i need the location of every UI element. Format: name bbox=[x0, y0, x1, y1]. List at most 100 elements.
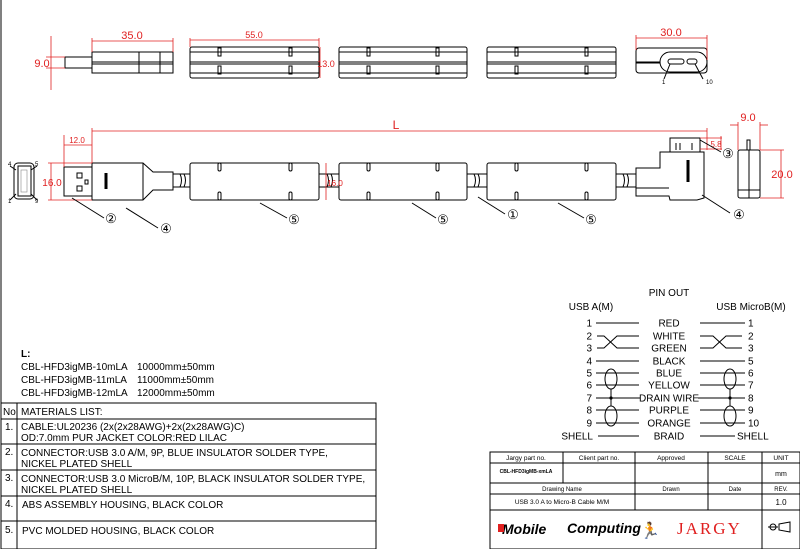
pin-b-label: 3 bbox=[748, 344, 754, 355]
usb-a-plug-side bbox=[63, 162, 174, 201]
crossover-left bbox=[597, 335, 639, 349]
approved-label: Approved bbox=[657, 455, 685, 462]
usba-pin-5-label: 5 bbox=[35, 162, 39, 168]
dim-plug-height-label: 9.0 bbox=[34, 58, 49, 70]
pin-a-label: 5 bbox=[586, 369, 592, 380]
logo-runner-icon: 🏃 bbox=[640, 521, 660, 540]
callout-4: ④ bbox=[160, 221, 172, 236]
pin-a-label: 2 bbox=[586, 332, 592, 343]
material-desc: CONNECTOR:USB 3.0 MicroB/M, 10P, BLACK I… bbox=[21, 474, 365, 485]
wire-color-label: ORANGE bbox=[647, 419, 691, 430]
pinout-row: 1 RED 1 bbox=[586, 319, 754, 330]
molded-housing-side-1 bbox=[189, 162, 320, 201]
drawing-name-label: Drawing Name bbox=[542, 487, 582, 493]
molded-housing-top-2 bbox=[338, 46, 468, 79]
pin-b-label: 10 bbox=[748, 419, 760, 430]
unit-label: UNIT bbox=[773, 455, 788, 462]
dim-micro-height-label: 20.0 bbox=[771, 169, 792, 181]
material-desc: CABLE:UL20236 (2x(2x28AWG)+2x(2x28AWG)C) bbox=[21, 422, 245, 433]
molded-housing-top-3 bbox=[486, 46, 617, 79]
callout-5: ⑤ bbox=[288, 212, 300, 227]
pin-a-label: 1 bbox=[586, 319, 592, 330]
cable-segment bbox=[172, 173, 637, 188]
scale-label: SCALE bbox=[724, 455, 746, 462]
pin-b-label: 9 bbox=[748, 406, 754, 417]
dim-plug-tip: 12.0 bbox=[63, 135, 92, 167]
dim-micro-depth: 9.0 bbox=[730, 112, 768, 150]
microb-side-view bbox=[635, 137, 705, 201]
callout-5: ⑤ bbox=[437, 212, 449, 227]
materials-title: MATERIALS LIST: bbox=[21, 407, 103, 418]
length-part: CBL-HFD3igMB-11mLA bbox=[21, 375, 127, 386]
dim-overall-length: L bbox=[91, 118, 708, 163]
wire-color-label: BLACK bbox=[653, 357, 686, 368]
micro-pin-1-label: 1 bbox=[662, 80, 666, 86]
material-no: 1. bbox=[5, 422, 13, 433]
pin-a-label: 4 bbox=[586, 357, 592, 368]
molded-housing-top-1 bbox=[189, 46, 320, 79]
pin-a-label: 9 bbox=[586, 419, 592, 430]
wire-color-label: BLUE bbox=[656, 369, 682, 380]
dim-plug-height: 9.0 bbox=[34, 36, 65, 90]
dim-micro-tip-label: 5.8 bbox=[710, 140, 722, 149]
material-no: 5. bbox=[5, 525, 13, 536]
callout-5: ⑤ bbox=[585, 212, 597, 227]
material-desc: NICKEL PLATED SHELL bbox=[21, 485, 133, 496]
materials-table: No MATERIALS LIST: 1. CABLE:UL20236 (2x(… bbox=[0, 402, 377, 549]
logo-mobile-accent bbox=[498, 524, 504, 532]
pinout-title: PIN OUT bbox=[649, 288, 690, 299]
length-value: 10000mm±50mm bbox=[137, 362, 215, 373]
length-value: 11000mm±50mm bbox=[137, 375, 214, 386]
drawn-label: Drawn bbox=[662, 487, 679, 493]
microb-end-view bbox=[737, 139, 761, 199]
dim-plug-width-label: 16.0 bbox=[42, 178, 62, 189]
pin-a-label: SHELL bbox=[561, 432, 593, 443]
pin-b-label: 1 bbox=[748, 319, 754, 330]
rev-value: 1.0 bbox=[775, 498, 787, 507]
dim-housing-length: 55.0 bbox=[189, 30, 320, 47]
pinout-left-header: USB A(M) bbox=[569, 302, 613, 313]
length-value: 12000mm±50mm bbox=[137, 388, 215, 399]
length-list: L: CBL-HFD3igMB-10mLA 10000mm±50mm CBL-H… bbox=[21, 349, 215, 399]
molded-housing-side-3 bbox=[486, 162, 617, 201]
pin-b-label: 5 bbox=[748, 357, 754, 368]
dim-housing-height: 13.0 bbox=[317, 47, 335, 78]
usba-pin-1-label: 1 bbox=[8, 199, 12, 205]
drawing-name-value: USB 3.0 A to Micro-B Cable M/M bbox=[515, 499, 609, 506]
material-desc: ABS ASSEMBLY HOUSING, BLACK COLOR bbox=[22, 500, 223, 511]
pin-a-label: 6 bbox=[586, 381, 592, 392]
wire-color-label: WHITE bbox=[653, 332, 686, 343]
crossover-right bbox=[700, 335, 742, 349]
dim-housing-width: 16.0 bbox=[325, 163, 343, 200]
logo-computing: Computing bbox=[567, 520, 641, 536]
callout-4: ④ bbox=[733, 207, 745, 222]
projection-symbol-icon bbox=[768, 521, 791, 533]
dim-micro-tip: 5.8 bbox=[700, 136, 722, 150]
jargy-part-value: CBL-HFD3igMB-xmLA bbox=[500, 469, 553, 475]
pin-a-label: 3 bbox=[586, 344, 592, 355]
callout-2: ② bbox=[105, 211, 117, 226]
material-desc: CONNECTOR:USB 3.0 A/M, 9P, BLUE INSULATO… bbox=[21, 448, 328, 459]
length-heading: L: bbox=[21, 349, 30, 360]
material-no: 3. bbox=[5, 473, 13, 484]
wire-color-label: RED bbox=[658, 319, 679, 330]
length-part: CBL-HFD3igMB-12mLA bbox=[21, 388, 128, 399]
material-no: 4. bbox=[5, 499, 13, 510]
title-block: Jargy part no. Client part no. Approved … bbox=[489, 451, 800, 549]
twisted-pair-left-1 bbox=[604, 368, 618, 390]
material-desc: NICKEL PLATED SHELL bbox=[21, 459, 133, 470]
dim-housing-height-label: 13.0 bbox=[317, 59, 335, 69]
dim-micro-depth-label: 9.0 bbox=[740, 112, 755, 124]
wire-color-label: DRAIN WIRE bbox=[639, 394, 699, 405]
micro-pin-10-label: 10 bbox=[706, 80, 713, 86]
callout-3: ③ bbox=[722, 146, 734, 161]
twisted-pair-right-1 bbox=[723, 368, 737, 390]
dim-micro-width: 30.0 bbox=[635, 27, 708, 60]
